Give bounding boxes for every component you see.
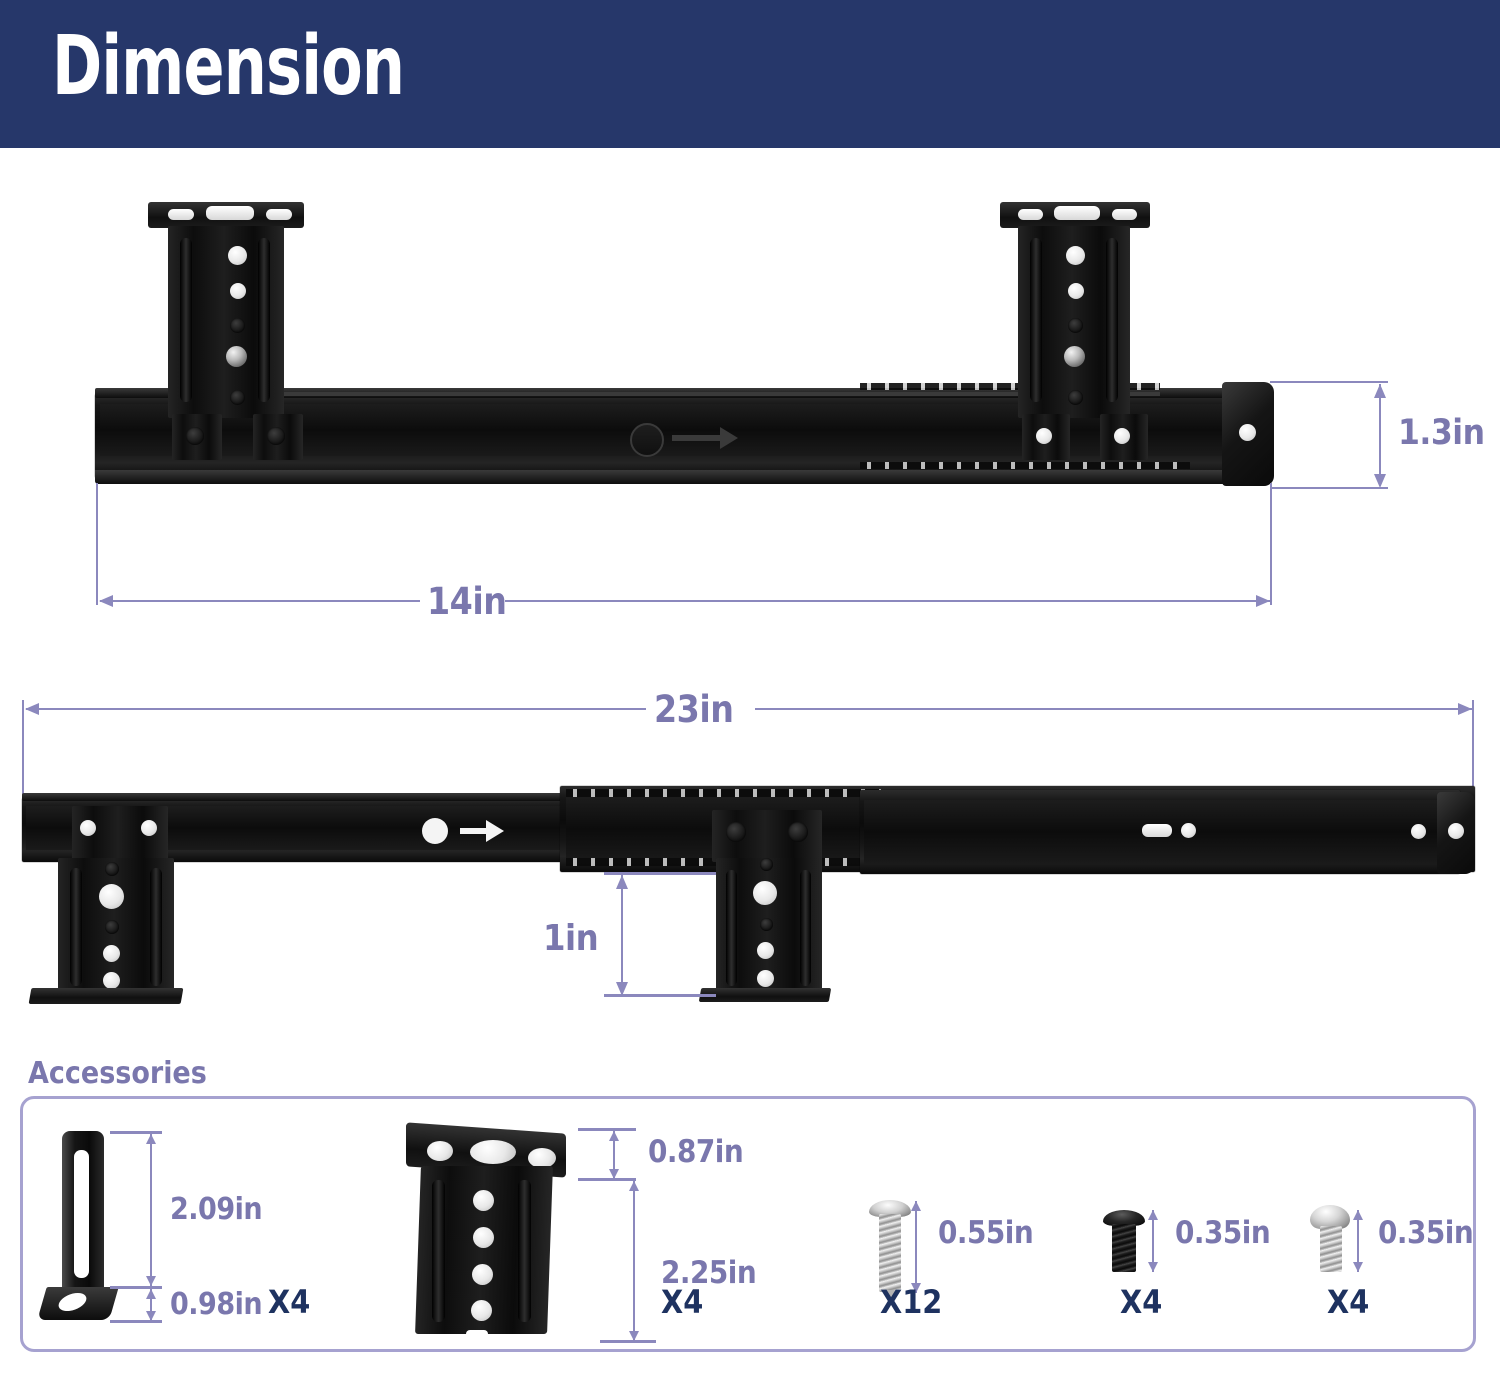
dimension-label-0-35in-b: 0.35in (1378, 1215, 1474, 1251)
page-title: Dimension (52, 19, 405, 114)
dimension-label-14in: 14in (427, 580, 507, 623)
dimension-label-23in: 23in (654, 688, 734, 731)
slide-marking-circle (422, 818, 448, 844)
dimension-label-0-87in: 0.87in (648, 1134, 744, 1170)
accessory-qty-black-screw: X4 (1120, 1283, 1163, 1321)
dimension-label-2-09in: 2.09in (170, 1192, 263, 1227)
accessory-qty-silver-screw: X4 (1327, 1283, 1370, 1321)
end-cap-hole (1239, 424, 1256, 441)
accessories-title: Accessories (28, 1056, 207, 1091)
flat-head-screw-icon (1103, 1210, 1145, 1226)
dimension-label-0-98in: 0.98in (170, 1287, 263, 1322)
bracket-screw (226, 346, 247, 367)
rail-hole-right (1411, 824, 1426, 839)
accessory-qty-l-bracket: X4 (268, 1283, 311, 1321)
rail-dot-marking (1181, 823, 1196, 838)
slide-emboss-circle (630, 423, 664, 457)
accessory-qty-mounting-bracket: X4 (661, 1283, 704, 1321)
pan-head-screw-icon (1310, 1205, 1350, 1229)
dimension-label-0-55in: 0.55in (938, 1215, 1034, 1251)
end-cap-hole-2 (1448, 823, 1464, 839)
slide-marking-arrow (460, 820, 504, 842)
slide-emboss-arrow (672, 427, 738, 449)
wood-screw-icon (869, 1200, 911, 1217)
rail-slot-marking (1142, 824, 1172, 837)
dimension-label-2-25in: 2.25in (661, 1255, 757, 1291)
accessories-box (20, 1096, 1476, 1352)
dimension-label-1in: 1in (543, 918, 599, 959)
dimension-label-0-35in-a: 0.35in (1175, 1215, 1271, 1251)
dimension-label-1-3in: 1.3in (1398, 413, 1485, 453)
header-banner: Dimension (0, 0, 1500, 148)
accessory-qty-wood-screw: X12 (880, 1283, 943, 1321)
